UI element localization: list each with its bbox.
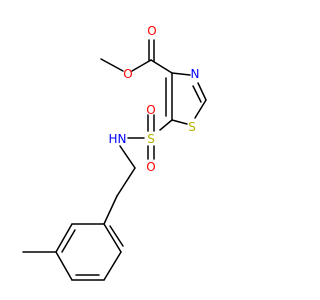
bond-n-ch2	[119, 145, 136, 169]
bond-c5-sulfonyl	[159, 119, 173, 131]
bond-c4-n3	[171, 72, 191, 76]
bond-benzene-1-inner	[109, 225, 124, 247]
atom-n-thiazole: N	[191, 67, 200, 81]
bond-benzene-1	[103, 223, 122, 253]
bond-benzene-5	[55, 223, 73, 253]
atom-h-amide: H	[108, 132, 117, 146]
atom-o-sulfonyl-top: O	[146, 103, 155, 117]
bond-s1-c5	[171, 119, 188, 125]
atom-labels: O O N S S O O N H	[108, 24, 199, 174]
bond-benzene-4	[55, 251, 73, 281]
bond-n3-c2-2	[192, 85, 202, 103]
bond-ester-ring	[150, 59, 173, 74]
bond-ch2-ch2	[116, 167, 136, 197]
bond-ch2-benzene	[103, 195, 118, 225]
bond-benzene-5-inner	[61, 229, 76, 253]
atom-n-amide: N	[118, 132, 127, 146]
atom-o-carbonyl: O	[147, 24, 156, 38]
atom-o-ester: O	[123, 67, 132, 81]
atom-o-sulfonyl-bottom: O	[146, 160, 155, 174]
bond-n3-c2-1	[197, 82, 207, 101]
bonds	[22, 39, 207, 281]
atom-s-sulfonyl: S	[147, 132, 155, 146]
bond-benzene-2	[103, 251, 122, 281]
bond-o-ester-carbon	[131, 59, 152, 72]
molecule-structure: O O N S S O O N H	[22, 24, 207, 281]
atom-s-thiazole: S	[188, 120, 196, 134]
bond-c2-s1	[194, 99, 207, 119]
bond-methyl-o	[100, 58, 124, 72]
